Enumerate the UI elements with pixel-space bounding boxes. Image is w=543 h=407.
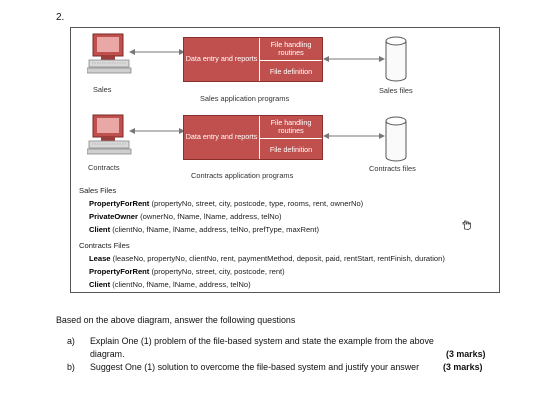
- sales-file-entry: PrivateOwner (ownerNo, fName, lName, add…: [89, 212, 281, 221]
- contracts-file-entry: Lease (leaseNo, propertyNo, clientNo, re…: [89, 254, 445, 263]
- file-fields: (clientNo, fName, lName, address, telNo): [112, 280, 251, 289]
- contracts-application-programs-box: Data entry and reports File handling rou…: [183, 115, 323, 160]
- question-a-label: a): [67, 336, 75, 346]
- file-name: PrivateOwner: [89, 212, 138, 221]
- file-name: Lease: [89, 254, 111, 263]
- sales-files-label: Sales files: [379, 86, 413, 95]
- file-name: PropertyForRent: [89, 199, 150, 208]
- file-fields: (ownerNo, fName, lName, address, telNo): [140, 212, 282, 221]
- sales-programs-caption: Sales application programs: [200, 94, 290, 103]
- file-name: Client: [89, 225, 111, 234]
- sales-application-programs-box: Data entry and reports File handling rou…: [183, 37, 323, 82]
- contracts-programs-caption: Contracts application programs: [191, 171, 294, 180]
- question-b-label: b): [67, 362, 75, 372]
- question-a-text: Explain One (1) problem of the file-base…: [90, 336, 434, 346]
- contracts-file-entry: Client (clientNo, fName, lName, address,…: [89, 280, 251, 289]
- sales-right-arrow: [323, 56, 385, 62]
- sales-file-definition-label: File definition: [269, 66, 313, 76]
- contracts-data-entry-label: Data entry and reports: [185, 132, 258, 142]
- sales-computer-icon: [87, 33, 132, 74]
- file-fields: (clientNo, fName, lName, address, telNo,…: [112, 225, 320, 234]
- contracts-terminal-label: Contracts: [88, 163, 120, 172]
- file-name: Client: [89, 280, 111, 289]
- sales-files-cylinder-icon: [385, 36, 407, 82]
- question-a-marks: (3 marks): [446, 349, 486, 359]
- contracts-files-cylinder-icon: [385, 116, 407, 162]
- instructions-text: Based on the above diagram, answer the f…: [56, 315, 296, 325]
- contracts-left-arrow: [129, 128, 185, 134]
- question-b-marks: (3 marks): [443, 362, 483, 372]
- file-fields: (propertyNo, street, city, postcode, ren…: [151, 267, 285, 276]
- file-fields: (propertyNo, street, city, postcode, typ…: [151, 199, 364, 208]
- file-name: PropertyForRent: [89, 267, 150, 276]
- contracts-files-label: Contracts files: [369, 164, 416, 173]
- question-number: 2.: [56, 12, 65, 23]
- file-fields: (leaseNo, propertyNo, clientNo, rent, pa…: [112, 254, 445, 263]
- sales-file-entry: Client (clientNo, fName, lName, address,…: [89, 225, 319, 234]
- contracts-computer-icon: [87, 114, 132, 155]
- file-based-system-figure: Sales Data entry and reports File handli…: [70, 27, 500, 293]
- sales-terminal-label: Sales: [93, 85, 112, 94]
- contracts-file-handling-label: File handling routines: [260, 116, 322, 139]
- sales-files-heading: Sales Files: [79, 186, 117, 195]
- contracts-files-heading: Contracts Files: [79, 241, 130, 250]
- mouse-cursor-icon: [462, 220, 471, 230]
- sales-file-handling-label: File handling routines: [260, 38, 322, 61]
- contracts-file-definition-label: File definition: [269, 144, 313, 154]
- contracts-file-entry: PropertyForRent (propertyNo, street, cit…: [89, 267, 285, 276]
- question-a-text-continued: diagram.: [90, 349, 125, 359]
- question-b-text: Suggest One (1) solution to overcome the…: [90, 362, 420, 372]
- contracts-right-arrow: [323, 133, 385, 139]
- sales-left-arrow: [129, 49, 185, 55]
- sales-file-entry: PropertyForRent (propertyNo, street, cit…: [89, 199, 363, 208]
- sales-data-entry-label: Data entry and reports: [185, 54, 258, 64]
